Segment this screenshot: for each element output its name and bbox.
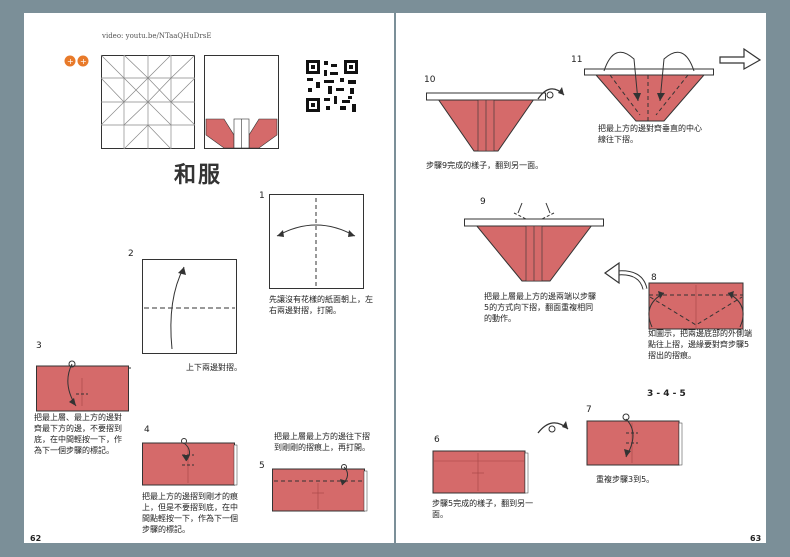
step-4-number: 4 — [144, 425, 150, 435]
step-1-instruction: 先讓沒有花樣的紙面朝上，左右兩邊對摺，打開。 — [269, 295, 373, 315]
step-3-diagram — [36, 360, 131, 412]
step-11-instruction: 把最上方的邊對齊垂直的中心線往下摺。 — [598, 124, 702, 144]
back-arrow-icon — [603, 261, 648, 290]
step-11-diagram — [584, 51, 714, 122]
step-1-diagram — [269, 194, 364, 289]
play-icon[interactable]: + + — [64, 55, 90, 67]
step-9-number: 9 — [480, 197, 486, 207]
crease-pattern-diagram — [100, 54, 196, 150]
step-10-instruction: 步驟9完成的樣子，翻到另一面。 — [426, 161, 544, 170]
step-10-number: 10 — [424, 75, 436, 85]
step-5-instruction: 把最上層最上方的邊往下摺到剛剛的摺痕上，再打開。 — [274, 432, 370, 452]
step-9-diagram — [464, 202, 604, 282]
page-number-left: 62 — [30, 534, 42, 543]
page-number-right: 63 — [750, 534, 762, 543]
qr-code[interactable] — [304, 58, 360, 114]
page-title: 和服 — [174, 163, 223, 188]
step-7-diagram — [586, 413, 683, 466]
step-8-number: 8 — [651, 273, 657, 283]
svg-text:+: + — [80, 57, 87, 66]
step-4-instruction: 把最上方的邊摺到剛才的痕上，但是不要摺到底，在中間點輕按一下，作為下一個步驟的標… — [142, 492, 238, 534]
step-8-diagram — [648, 282, 744, 330]
step-7-instruction: 重複步驟3到5。 — [596, 475, 655, 484]
step-3-number: 3 — [36, 341, 42, 351]
step-6-diagram — [432, 450, 529, 494]
finished-kimono-preview — [204, 55, 279, 149]
step-7-number: 7 — [586, 405, 592, 415]
flip-icon — [537, 87, 565, 100]
step-10-diagram — [426, 92, 546, 152]
step-2-number: 2 — [128, 249, 134, 259]
step-6-number: 6 — [434, 435, 440, 445]
step-1-number: 1 — [259, 191, 265, 201]
next-arrow-icon — [719, 47, 762, 71]
step-8-instruction: 如圖示，把兩邊底部的外側端點往上摺，邊緣要對齊步驟5摺出的摺痕。 — [648, 329, 752, 360]
video-link[interactable]: video: youtu.be/NTaaQHuDrsE — [102, 32, 212, 40]
step-9-instruction: 把最上層最上方的邊兩端以步驟5的方式向下摺，翻面重複相同的動作。 — [484, 292, 596, 323]
step-3-instruction: 把最上層、最上方的邊對齊最下方的邊，不要摺到底，在中間輕按一下，作為下一個步驟的… — [34, 413, 122, 455]
left-page: video: youtu.be/NTaaQHuDrsE + + — [24, 13, 394, 543]
right-page: 10 步驟9完成的樣子，翻到另一面。 11 把最上方的邊對齊垂直的中心線往下摺。… — [396, 13, 766, 543]
step-7-repeat-label: 3 - 4 - 5 — [647, 389, 686, 399]
step-6-instruction: 步驟5完成的樣子，翻到另一面。 — [432, 499, 534, 519]
step-11-number: 11 — [571, 55, 583, 65]
flip-icon-2 — [537, 421, 569, 434]
step-2-instruction: 上下兩邊對摺。 — [186, 363, 242, 372]
step-4-diagram — [142, 438, 238, 486]
step-5-diagram — [272, 464, 368, 512]
step-5-number: 5 — [259, 461, 265, 471]
step-2-diagram — [142, 259, 237, 354]
svg-text:+: + — [67, 57, 74, 66]
